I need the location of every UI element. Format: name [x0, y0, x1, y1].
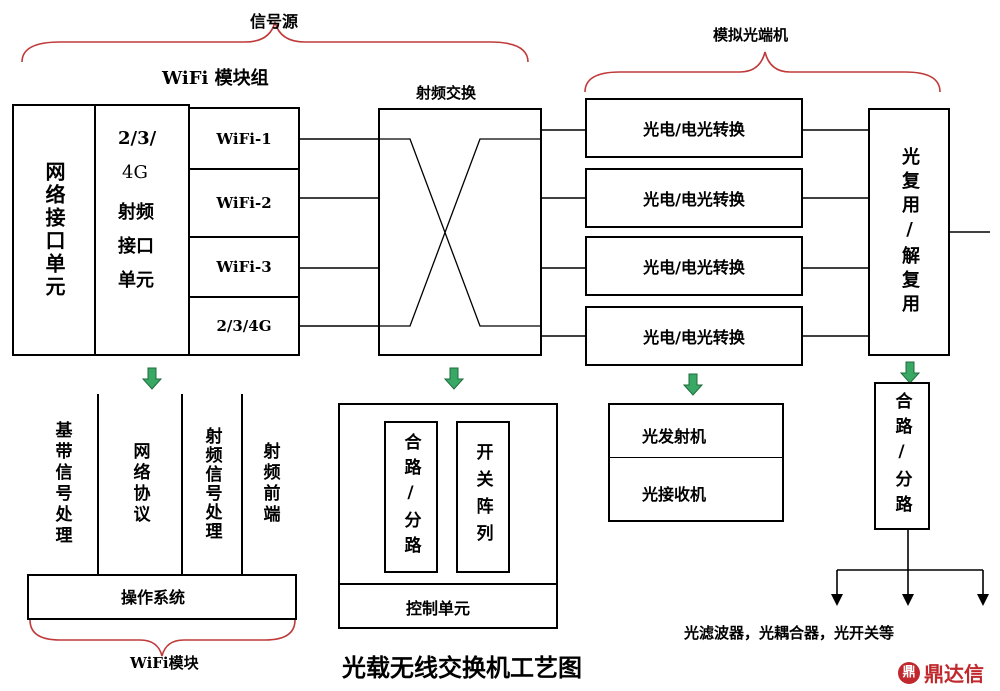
wifi-port-1: WiFi-1	[188, 107, 300, 170]
converter-label: 光电/电光转换	[643, 328, 745, 347]
wifi-port-4: 2/3/4G	[188, 296, 300, 356]
wifi-module-brace	[29, 619, 296, 657]
optical-terminal-brace	[584, 51, 941, 93]
wifi-module-part-label: 射频信号处理	[201, 427, 222, 541]
wifi-module: 基带信号处理 网络协议 射频信号处理 射频前端 操作系统	[27, 394, 297, 620]
converter-label: 光电/电光转换	[643, 258, 745, 277]
converter-4: 光电/电光转换	[585, 306, 803, 366]
logo-icon: 鼎	[898, 661, 920, 684]
right-combiner: 合路/分路	[874, 382, 930, 530]
wifi-port-2: WiFi-2	[188, 168, 300, 238]
rf-switch-box	[378, 108, 542, 356]
arrow-icon	[141, 361, 921, 396]
wifi-module-part-label: 射频前端	[259, 442, 280, 526]
rf-interface-line3: 射频	[118, 202, 154, 223]
wifi-port-label: WiFi-1	[216, 129, 272, 148]
wifi-port-label: 2/3/4G	[216, 317, 272, 335]
converter-label: 光电/电光转换	[643, 190, 745, 209]
rf-interface-unit: 2/3/ 4G 射频 接口 单元	[94, 104, 190, 356]
optical-mux-unit: 光复用/解复用	[868, 108, 950, 356]
optical-receiver-label: 光接收机	[642, 485, 707, 504]
rf-interface-line2: 4G	[122, 162, 148, 183]
wifi-port-label: WiFi-3	[216, 258, 272, 276]
right-combiner-label: 合路/分路	[891, 392, 912, 520]
wifi-module-part-1: 基带信号处理	[27, 394, 99, 576]
control-unit-label: 控制单元	[406, 599, 471, 618]
signal-source-label: 信号源	[250, 12, 299, 31]
rf-switch-label: 射频交换	[416, 84, 477, 102]
logo-text: 鼎达信	[924, 662, 984, 686]
converter-2: 光电/电光转换	[585, 168, 803, 228]
wifi-module-part-4: 射频前端	[241, 394, 297, 576]
signal-source-brace	[21, 21, 529, 63]
converter-label: 光电/电光转换	[643, 120, 745, 139]
network-interface-label: 网络接口单元	[42, 161, 66, 299]
operating-system-label: 操作系统	[121, 588, 186, 607]
converter-3: 光电/电光转换	[585, 236, 803, 296]
control-combiner: 合路/分路	[384, 421, 438, 573]
wifi-module-part-label: 基带信号处理	[51, 421, 72, 547]
optical-devices-label: 光滤波器，光耦合器，光开关等	[684, 624, 895, 642]
switch-array: 开关阵列	[456, 421, 510, 573]
wifi-group-label: WiFi 模块组	[162, 68, 269, 89]
wifi-port-3: WiFi-3	[188, 236, 300, 298]
optical-transmitter-label: 光发射机	[642, 427, 707, 446]
switch-array-label: 开关阵列	[472, 443, 493, 551]
wifi-module-label: WiFi模块	[130, 654, 199, 672]
rf-interface-line5: 单元	[118, 270, 154, 291]
optical-tx-rx-divider	[610, 457, 782, 458]
converter-1: 光电/电光转换	[585, 98, 803, 158]
control-unit-divider	[338, 583, 558, 585]
wifi-module-part-2: 网络协议	[97, 394, 183, 576]
control-unit: 合路/分路 开关阵列 控制单元	[338, 403, 558, 629]
wifi-module-part-3: 射频信号处理	[181, 394, 243, 576]
network-interface-unit: 网络接口单元	[12, 104, 96, 356]
wifi-port-label: WiFi-2	[216, 194, 272, 212]
control-combiner-label: 合路/分路	[400, 433, 421, 561]
rf-interface-line4: 接口	[118, 236, 154, 257]
optical-mux-label: 光复用/解复用	[899, 146, 920, 318]
wifi-module-part-label: 网络协议	[129, 442, 150, 526]
optical-terminal-label: 模拟光端机	[713, 26, 789, 44]
brand-logo: 鼎 鼎达信	[898, 658, 984, 687]
rf-interface-line1: 2/3/	[118, 128, 157, 149]
diagram-title: 光载无线交换机工艺图	[342, 653, 582, 682]
optical-tx-rx: 光发射机 光接收机	[608, 403, 784, 522]
